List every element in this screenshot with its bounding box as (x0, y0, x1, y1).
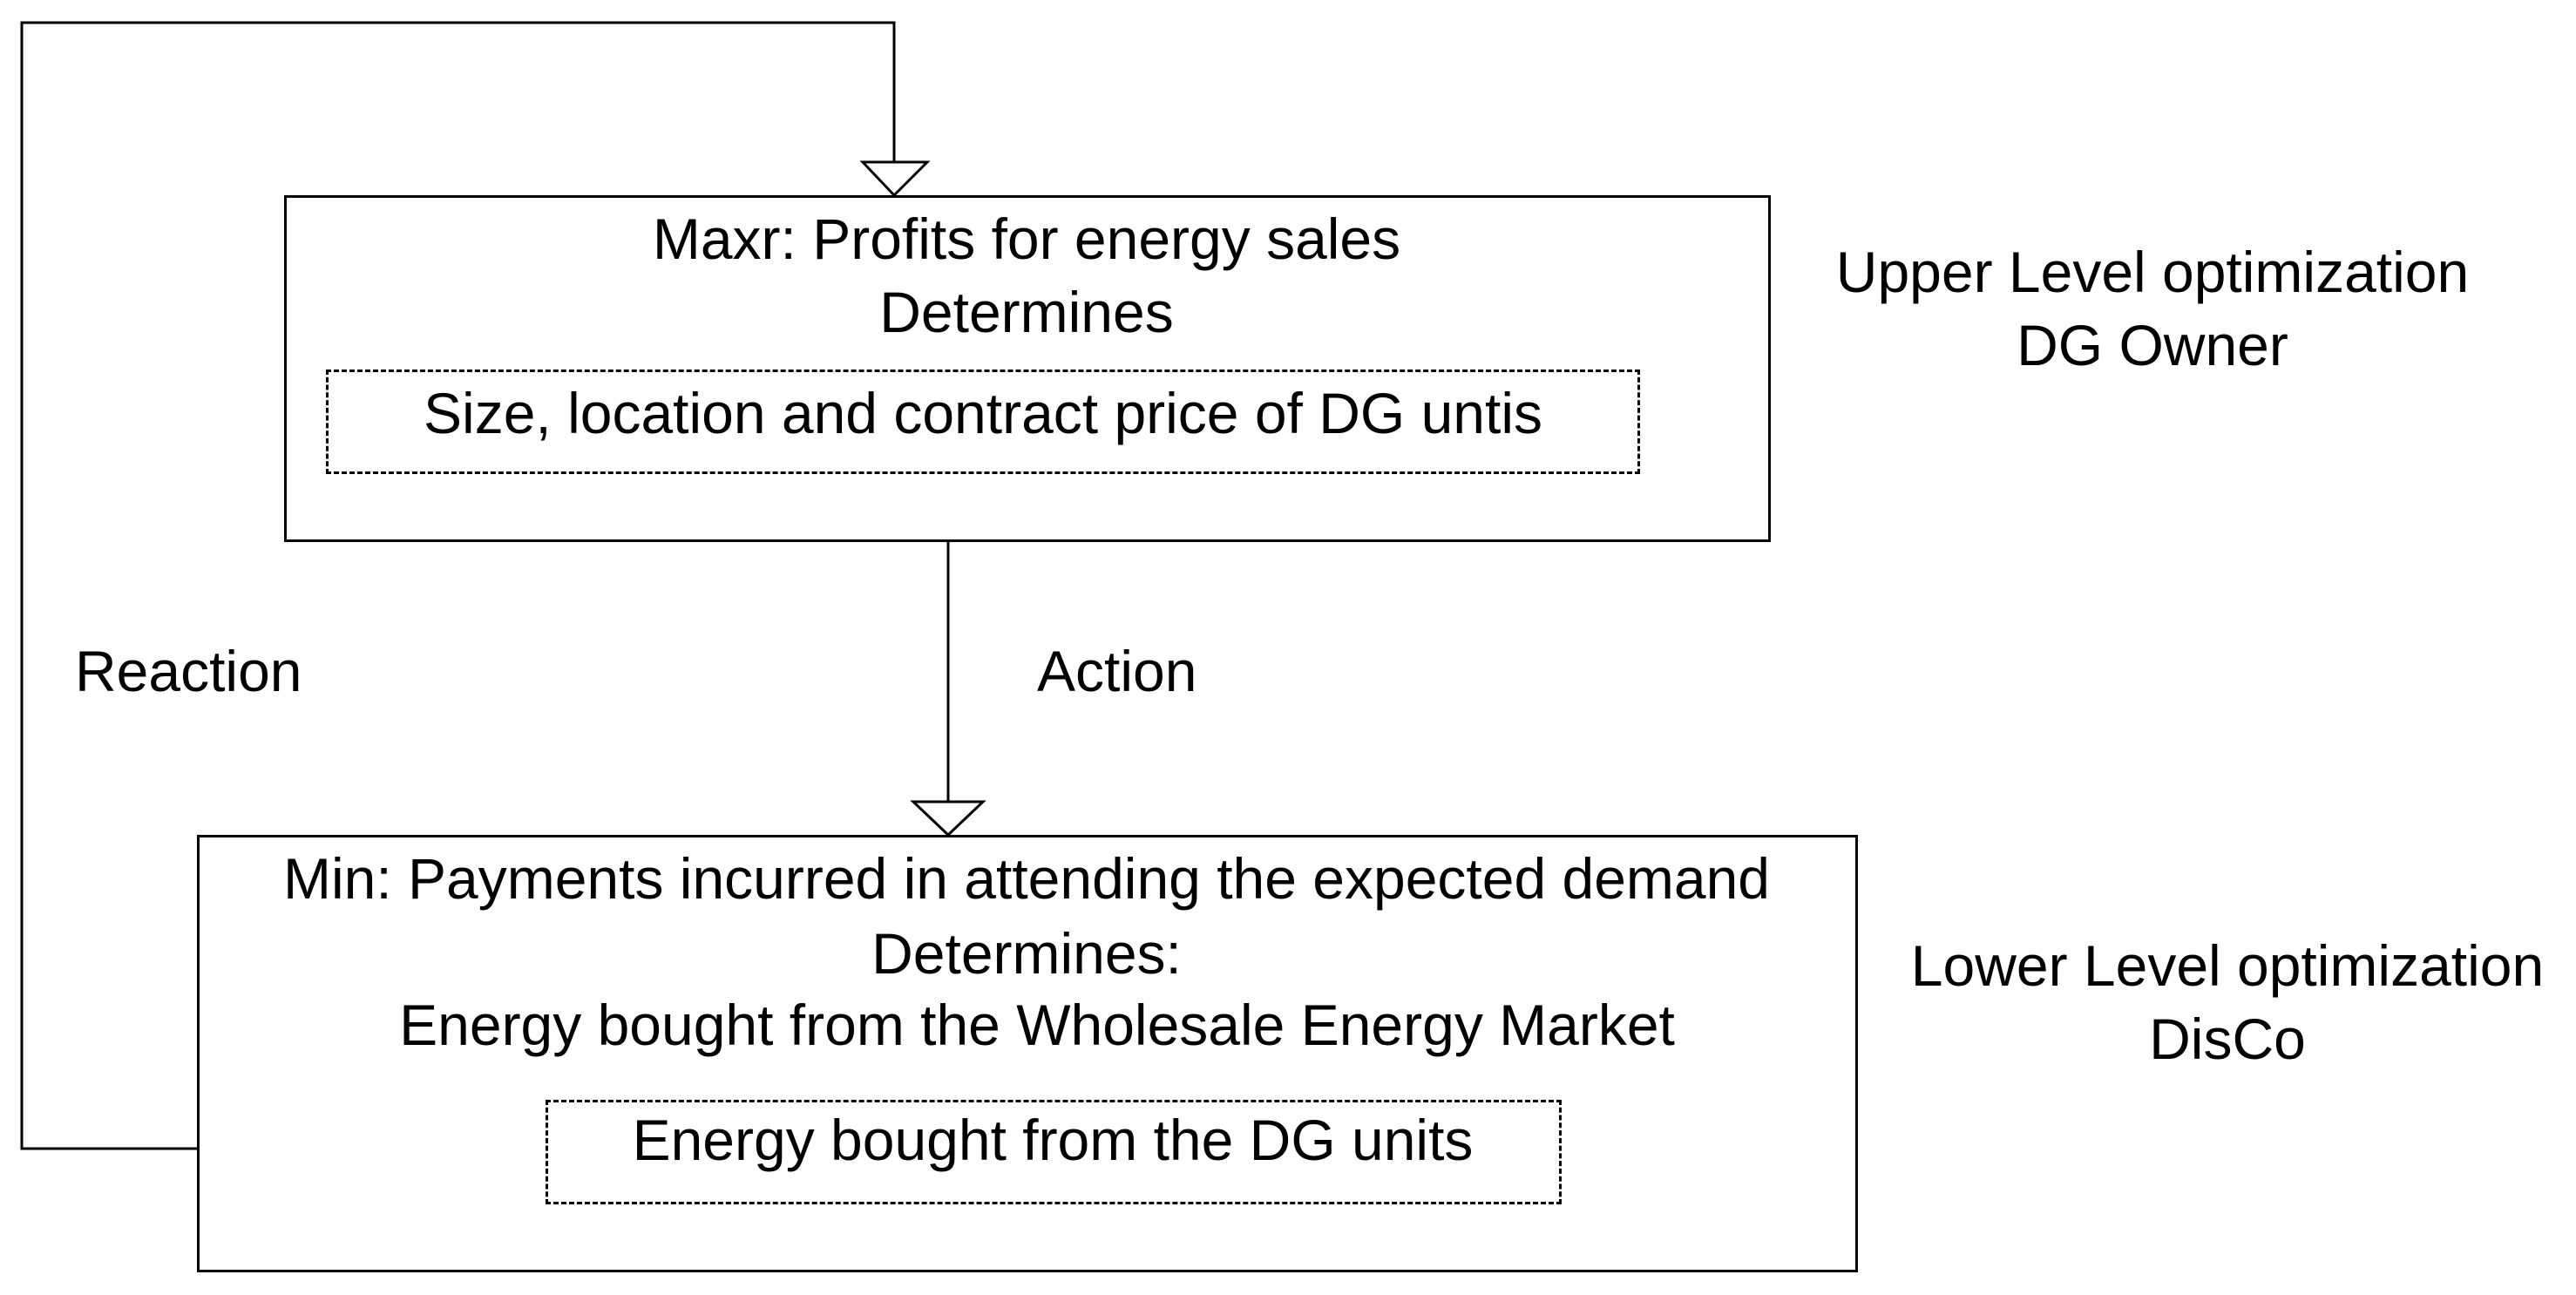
upper-box-subtitle: Determines (879, 280, 1174, 344)
upper-inner-text: Size, location and contract price of DG … (424, 381, 1542, 445)
upper-level-label: Upper Level optimization (1835, 240, 2470, 304)
upper-inner-box (326, 370, 1640, 474)
lower-inner-box (546, 1100, 1562, 1204)
upper-box-title: Maxr: Profits for energy sales (652, 207, 1401, 271)
lower-inner-text: Energy bought from the DG units (632, 1108, 1474, 1172)
lower-box-subtitle: Determines: (871, 921, 1182, 986)
lower-level-label: Lower Level optimization (1910, 933, 2545, 998)
lower-box-title: Min: Payments incurred in attending the … (282, 846, 1771, 911)
reaction-arrowhead (859, 160, 931, 198)
action-arrowhead (910, 800, 986, 837)
upper-level-owner-label: DG Owner (2017, 313, 2288, 377)
lower-level-disco-label: DisCo (2149, 1007, 2306, 1071)
action-label: Action (1037, 639, 1197, 703)
lower-box-line3: Energy bought from the Wholesale Energy … (399, 993, 1675, 1057)
reaction-label: Reaction (75, 639, 302, 703)
upper-level-box (284, 195, 1771, 542)
